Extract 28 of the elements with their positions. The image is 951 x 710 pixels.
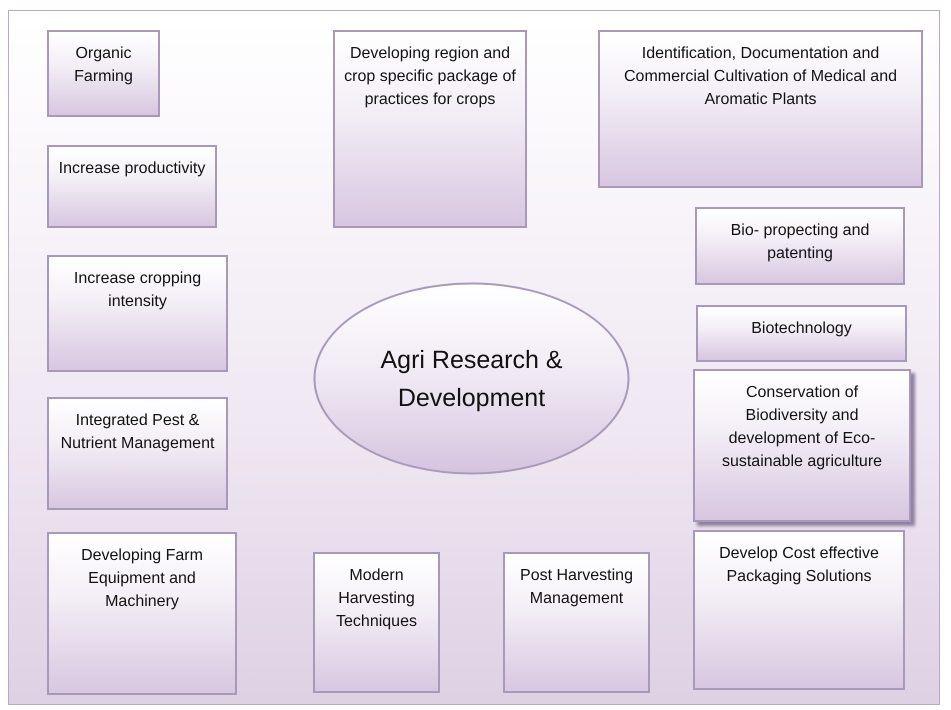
topic-box [47,532,237,695]
topic-box [47,145,217,228]
box-label: Bio- propecting and patenting [730,221,870,264]
box-label: Post Harvesting Management [519,566,634,609]
topic-box [47,255,228,372]
box-label: Developing Farm Equipment and Machinery [80,546,204,612]
topic-title: Agri Research & Development [379,344,564,414]
box-label: Modern Harvesting Techniques [335,566,418,632]
topic-box [47,30,160,117]
box-label: Biotechnology [751,319,852,339]
topic-box [47,397,228,510]
topic-box [333,30,527,228]
box-label: Increase productivity [58,159,206,179]
box-label: Conservation of Biodiversity and development of Eco-sustainable agriculture [720,383,884,472]
box-label: Integrated Pest & Nutrient Management [60,411,216,454]
box-label: Developing region and crop specific package of practices for crops [343,44,517,110]
box-label: Develop Cost effective Packaging Solutions [718,544,880,587]
topic-box [313,552,440,693]
topic-box [693,369,911,522]
topic-ellipse [313,282,630,475]
box-label: Identification, Documentation and Commercial Cultivation of Medical and Aromatic Plants [623,44,898,110]
topic-box [693,530,905,690]
topic-box [598,30,923,188]
box-label: Increase cropping intensity [72,269,202,312]
topic-box [695,207,905,285]
topic-box [503,552,650,693]
box-label: Organic Farming [73,44,134,87]
topic-box [696,305,907,362]
